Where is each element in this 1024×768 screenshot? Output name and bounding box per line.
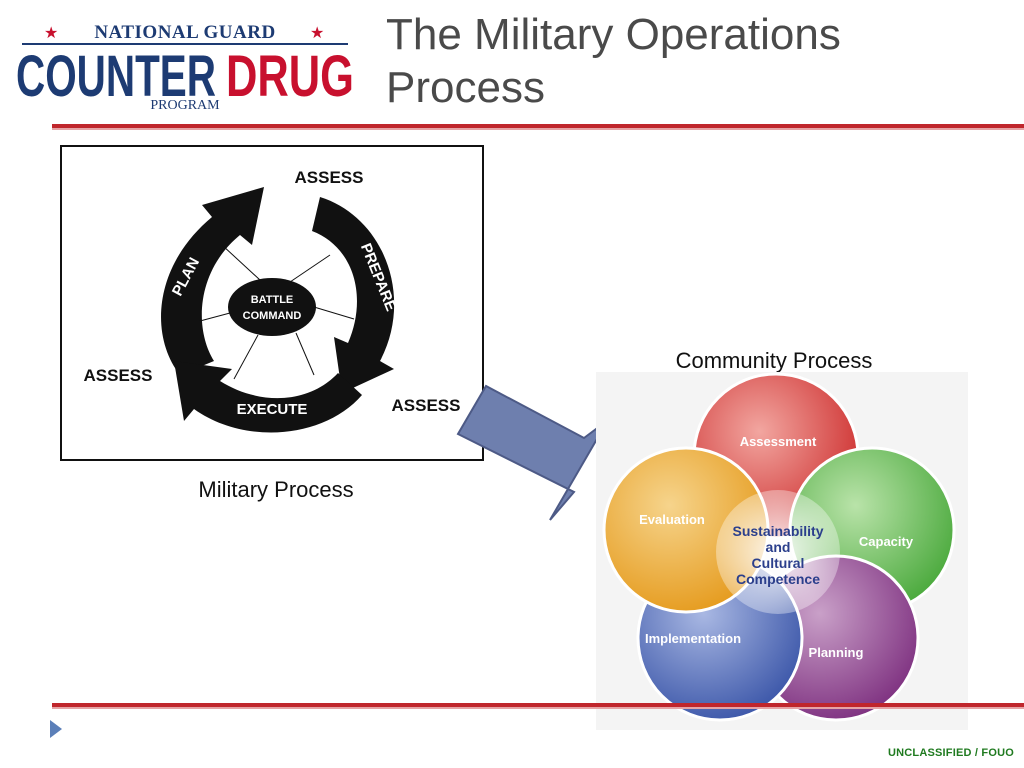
military-cycle: ASSESS ASSESS ASSESS PLAN PREPARE EXECUT…	[84, 168, 461, 433]
military-process-caption: Military Process	[198, 477, 354, 502]
logo-star-left: ★	[44, 25, 58, 42]
assessment-label: Assessment	[740, 434, 817, 449]
logo-right-word: DRUG	[226, 44, 354, 109]
battle-command-oval	[228, 278, 316, 336]
prepare-arrow	[312, 197, 395, 393]
planning-label: Planning	[809, 645, 864, 660]
logo-star-right: ★	[310, 25, 324, 42]
military-process-diagram: ASSESS ASSESS ASSESS PLAN PREPARE EXECUT…	[60, 145, 484, 461]
bottom-red-rule	[52, 703, 1024, 709]
assess-top-label: ASSESS	[295, 168, 364, 187]
capacity-label: Capacity	[859, 534, 914, 549]
community-process-caption: Community Process	[675, 348, 873, 373]
classification-label: UNCLASSIFIED / FOUO	[887, 747, 1014, 759]
connector-lines	[199, 244, 355, 380]
center-hub	[716, 490, 840, 614]
battle-command-line1: BATTLE	[251, 294, 294, 306]
evaluation-label: Evaluation	[639, 512, 705, 527]
logo-left-word: COUNTER	[16, 44, 216, 109]
transition-arrow	[456, 384, 609, 521]
plan-arrow	[161, 187, 264, 375]
bullet-triangle-icon	[50, 720, 62, 738]
logo-top-line: NATIONAL GUARD	[94, 22, 275, 43]
logo-bottom-line: PROGRAM	[150, 98, 220, 112]
execute-label: EXECUTE	[237, 401, 308, 418]
center-line4: Competence	[736, 571, 820, 587]
top-red-rule	[52, 124, 1024, 130]
assess-left-label: ASSESS	[84, 366, 153, 385]
implementation-label: Implementation	[645, 631, 741, 646]
slide-title-line2: Process	[386, 63, 545, 112]
slide-title-line1: The Military Operations	[386, 10, 841, 59]
center-line2: and	[766, 539, 791, 555]
counterdrug-logo: ★ ★ NATIONAL GUARD COUNTER DRUG PROGRAM	[16, 22, 354, 112]
slide-title: The Military Operations Process	[386, 8, 986, 114]
community-process-diagram: Assessment Capacity Planning Implementat…	[596, 372, 968, 730]
battle-command-line2: COMMAND	[243, 310, 302, 322]
execute-arrow	[174, 361, 362, 433]
center-line3: Cultural	[752, 555, 805, 571]
center-line1: Sustainability	[732, 523, 823, 539]
assess-right-label: ASSESS	[392, 396, 461, 415]
